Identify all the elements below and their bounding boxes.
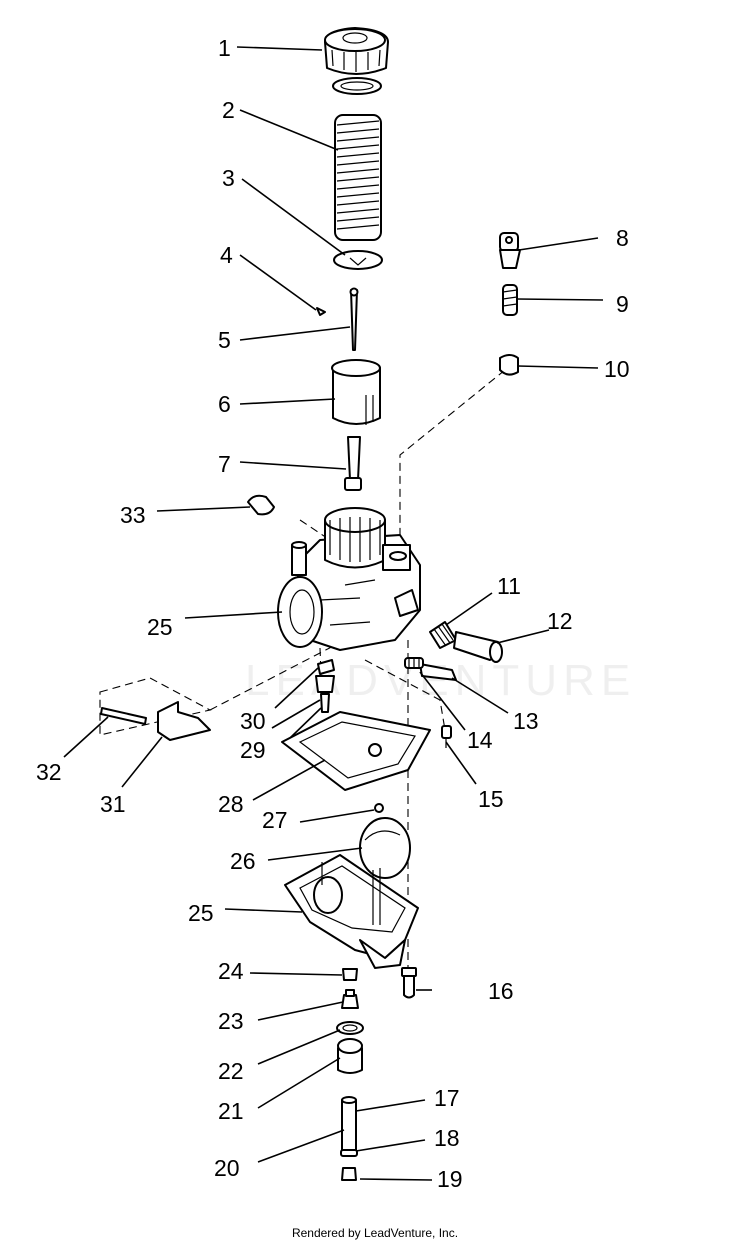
callout-14: 14 bbox=[467, 727, 493, 753]
part-plug bbox=[247, 494, 275, 516]
part-washer-24 bbox=[342, 968, 358, 981]
callout-21: 21 bbox=[218, 1098, 244, 1124]
part-rod bbox=[100, 707, 147, 725]
part-throttle-slide bbox=[331, 359, 381, 425]
part-float bbox=[359, 817, 411, 879]
part-air-screw bbox=[453, 631, 503, 663]
callout-3: 3 bbox=[222, 165, 235, 191]
callout-12: 12 bbox=[547, 608, 573, 634]
footer-credit: Rendered by LeadVenture, Inc. bbox=[291, 1226, 459, 1240]
part-screw-19 bbox=[341, 1167, 357, 1181]
callout-26: 26 bbox=[230, 848, 256, 874]
callout-25-bowl: 25 bbox=[188, 900, 214, 926]
part-o-ring bbox=[336, 1021, 364, 1035]
part-o-ring-18 bbox=[340, 1149, 358, 1157]
callout-31: 31 bbox=[100, 791, 126, 817]
callout-25-body: 25 bbox=[147, 614, 173, 640]
callout-4: 4 bbox=[220, 242, 233, 268]
part-plunger bbox=[499, 354, 519, 376]
part-jet-29 bbox=[315, 675, 335, 713]
callout-29: 29 bbox=[240, 737, 266, 763]
callout-9: 9 bbox=[616, 291, 629, 317]
callout-27: 27 bbox=[262, 807, 288, 833]
part-idle-screw bbox=[429, 621, 457, 649]
callout-24: 24 bbox=[218, 958, 244, 984]
part-float-pin bbox=[157, 701, 211, 741]
callout-5: 5 bbox=[218, 327, 231, 353]
part-bowl-screw bbox=[401, 967, 417, 999]
part-ball bbox=[374, 803, 384, 813]
callout-7: 7 bbox=[218, 451, 231, 477]
callout-11: 11 bbox=[497, 573, 521, 599]
callout-33: 33 bbox=[120, 502, 146, 528]
callout-30: 30 bbox=[240, 708, 266, 734]
callout-16: 16 bbox=[488, 978, 514, 1004]
callout-20: 20 bbox=[214, 1155, 240, 1181]
part-needle-jet bbox=[344, 436, 362, 491]
callout-19: 19 bbox=[437, 1166, 463, 1192]
callout-6: 6 bbox=[218, 391, 231, 417]
part-main-jet bbox=[341, 989, 359, 1009]
part-carburetor-body bbox=[277, 507, 421, 651]
part-needle bbox=[316, 287, 359, 351]
callout-8: 8 bbox=[616, 225, 629, 251]
callout-18: 18 bbox=[434, 1125, 460, 1151]
callout-10: 10 bbox=[604, 356, 630, 382]
callout-22: 22 bbox=[218, 1058, 244, 1084]
part-adjuster-screw bbox=[499, 232, 521, 269]
callout-labels: 1 2 3 4 5 6 7 8 9 10 11 12 13 14 15 16 1… bbox=[36, 35, 630, 1192]
part-cap bbox=[324, 27, 389, 95]
part-drain-plug bbox=[337, 1038, 363, 1074]
part-retainer-plate bbox=[333, 250, 383, 270]
part-spring bbox=[334, 114, 382, 241]
callout-1: 1 bbox=[218, 35, 231, 61]
part-washer-30 bbox=[317, 659, 335, 675]
part-gasket bbox=[281, 711, 431, 791]
callout-17: 17 bbox=[434, 1085, 460, 1111]
part-tube bbox=[341, 1096, 357, 1151]
part-pilot-spring bbox=[404, 657, 424, 669]
carburetor-exploded-diagram: LEADVENTURE bbox=[36, 27, 636, 1192]
callout-32: 32 bbox=[36, 759, 62, 785]
part-small-screw bbox=[441, 725, 452, 748]
part-adjuster-spring bbox=[502, 284, 518, 316]
watermark: LEADVENTURE bbox=[245, 656, 636, 705]
callout-13: 13 bbox=[513, 708, 539, 734]
callout-15: 15 bbox=[478, 786, 504, 812]
callout-23: 23 bbox=[218, 1008, 244, 1034]
part-float-bowl bbox=[284, 854, 419, 969]
callout-28: 28 bbox=[218, 791, 244, 817]
leader-lines bbox=[63, 46, 604, 1181]
callout-2: 2 bbox=[222, 97, 235, 123]
